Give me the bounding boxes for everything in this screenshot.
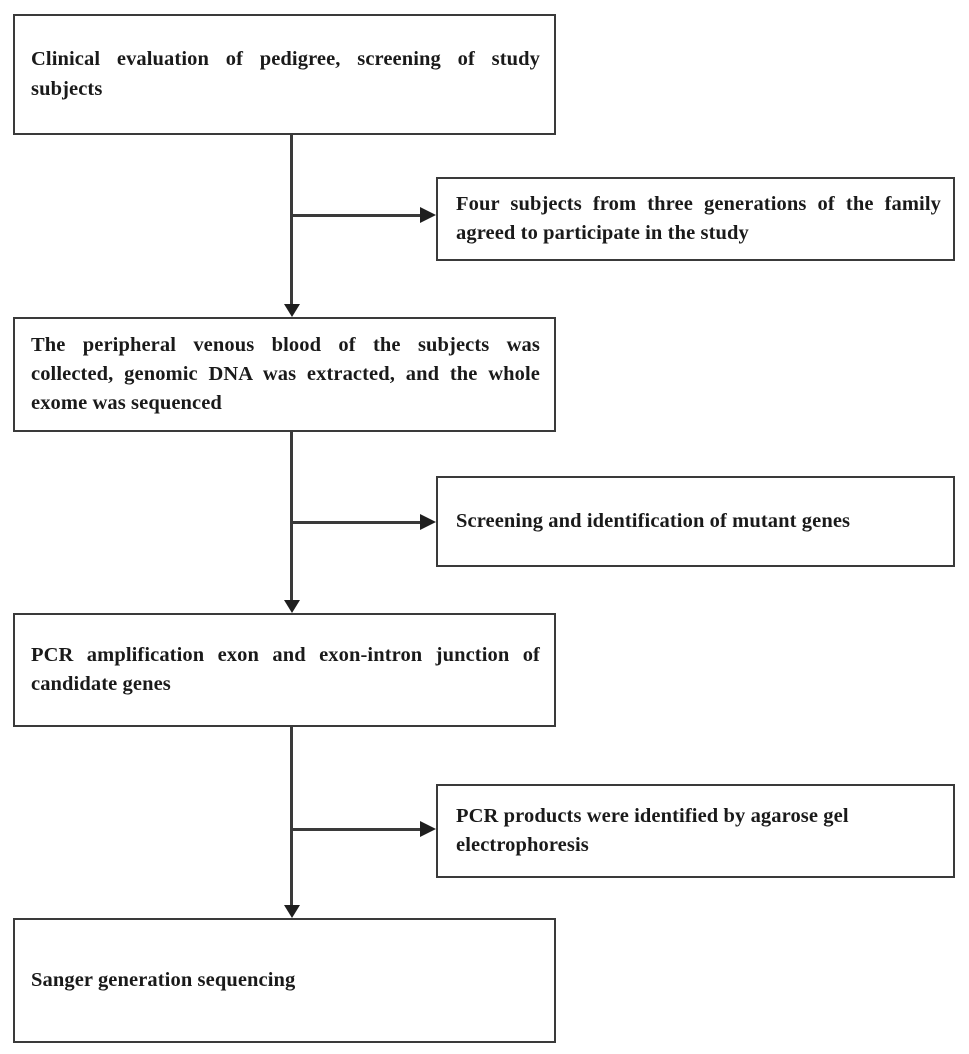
flow-node-sanger-sequencing[interactable]: Sanger generation sequencing <box>13 918 556 1043</box>
arrowhead-down-icon <box>284 304 300 317</box>
arrowhead-right-icon <box>420 821 436 837</box>
flow-node-label: PCR products were identified by agarose … <box>456 804 849 856</box>
flow-node-mutant-gene-screening[interactable]: Screening and identification of mutant g… <box>436 476 955 567</box>
connector-line-node3-to-node4 <box>292 521 420 524</box>
connector-line-node1-to-node3 <box>290 135 293 305</box>
connector-line-node5-to-node7 <box>290 727 293 906</box>
arrowhead-right-icon <box>420 514 436 530</box>
flow-node-label: PCR amplification exon and exon-intron j… <box>31 643 540 695</box>
flow-node-pcr-amplification[interactable]: PCR amplification exon and exon-intron j… <box>13 613 556 727</box>
flow-node-clinical-evaluation[interactable]: Clinical evaluation of pedigree, screeni… <box>13 14 556 135</box>
connector-line-node5-to-node6 <box>292 828 420 831</box>
flow-node-blood-collection-sequencing[interactable]: The peripheral venous blood of the subje… <box>13 317 556 432</box>
arrowhead-right-icon <box>420 207 436 223</box>
flow-node-label: Sanger generation sequencing <box>31 968 296 991</box>
connector-line-node1-to-node2 <box>292 214 420 217</box>
arrowhead-down-icon <box>284 905 300 918</box>
flow-node-label: Four subjects from three generations of … <box>456 192 941 244</box>
flow-node-label: The peripheral venous blood of the subje… <box>31 333 540 415</box>
connector-line-node3-to-node5 <box>290 432 293 601</box>
flow-node-label: Clinical evaluation of pedigree, screeni… <box>31 48 540 100</box>
flow-node-label: Screening and identification of mutant g… <box>456 509 851 532</box>
flow-node-agarose-gel-electrophoresis[interactable]: PCR products were identified by agarose … <box>436 784 955 878</box>
arrowhead-down-icon <box>284 600 300 613</box>
flow-node-four-subjects[interactable]: Four subjects from three generations of … <box>436 177 955 261</box>
